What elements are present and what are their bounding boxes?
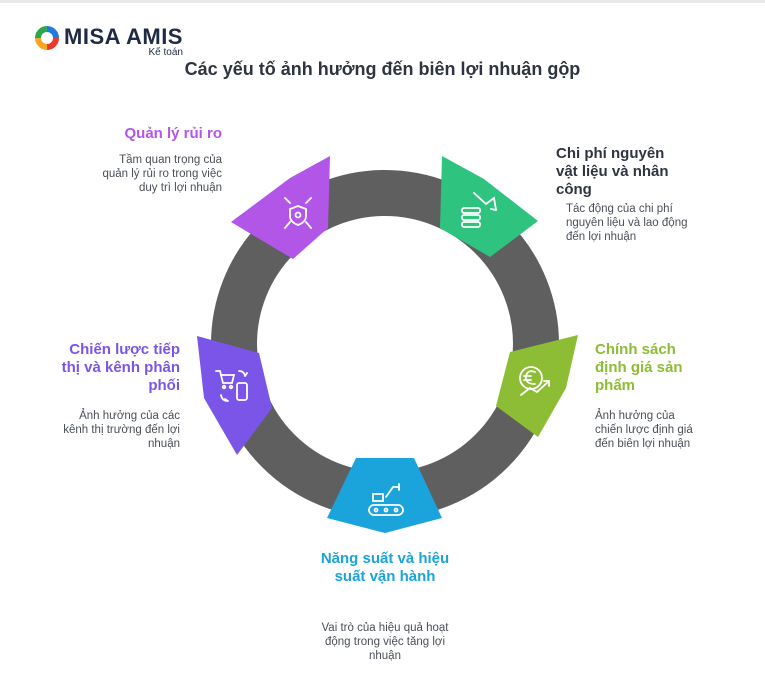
coins-down-trend-icon — [461, 192, 497, 228]
segment-productivity — [327, 458, 442, 533]
misa-logo-icon — [35, 26, 59, 50]
logo-brand-text: MISA AMIS — [64, 24, 183, 49]
desc-marketing: Ảnh hưởng của các kênh thị trường đến lợ… — [63, 410, 180, 450]
page-title: Các yếu tố ảnh hưởng đến biên lợi nhuận … — [184, 59, 581, 79]
label-pricing: Chính sách định giá sản phẩm — [595, 341, 683, 394]
label-risk: Quản lý rủi ro — [124, 125, 222, 142]
desc-productivity: Vai trò của hiệu quả hoạt động trong việ… — [321, 622, 449, 662]
shield-network-icon — [284, 197, 312, 229]
conveyor-robot-icon — [368, 483, 404, 516]
segment-pricing-shape — [496, 335, 578, 437]
segment-risk — [231, 156, 330, 259]
label-marketing: Chiến lược tiếp thị và kênh phân phối — [61, 341, 180, 394]
desc-risk: Tầm quan trọng của quản lý rủi ro trong … — [102, 154, 222, 194]
top-border — [0, 0, 765, 3]
segment-materials-shape — [440, 156, 538, 257]
desc-pricing: Ảnh hưởng của chiến lược định giá đến bi… — [595, 410, 693, 450]
cart-phone-icon — [215, 370, 248, 402]
euro-growth-icon — [519, 366, 550, 396]
segment-productivity-shape — [327, 458, 442, 533]
segment-marketing-shape — [197, 336, 272, 455]
segment-materials — [440, 156, 538, 257]
misa-amis-logo: MISA AMIS Kế toán — [34, 25, 183, 58]
logo-subtitle: Kế toán — [148, 47, 183, 58]
label-materials: Chi phí nguyên vật liệu và nhân công — [556, 145, 669, 198]
segment-pricing — [496, 335, 578, 437]
label-productivity: Năng suất và hiệu suất vận hành — [320, 550, 450, 585]
segment-marketing — [197, 336, 272, 455]
segment-risk-shape — [231, 156, 330, 259]
desc-materials: Tác động của chi phí nguyên liệu và lao … — [566, 203, 688, 243]
